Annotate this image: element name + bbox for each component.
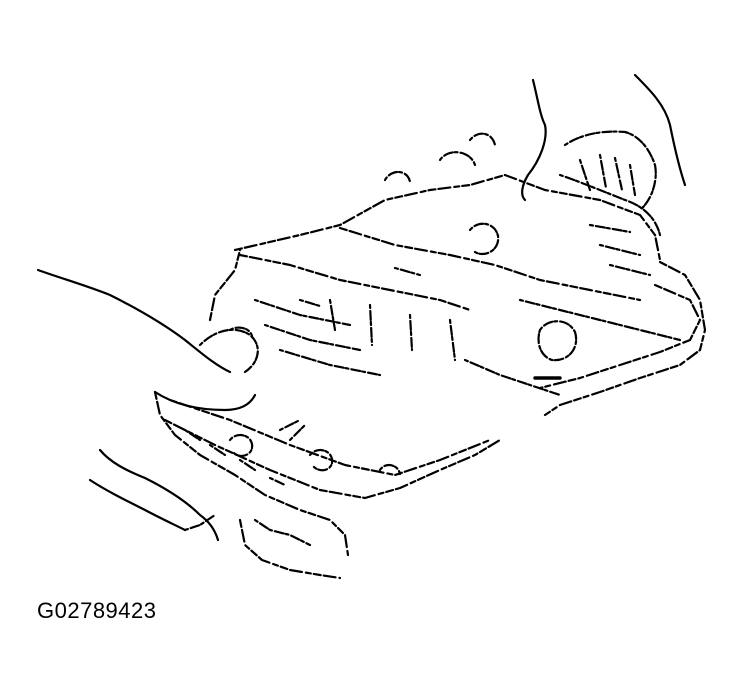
figure-id-label: G02789423 bbox=[37, 598, 157, 623]
valve-body-lower bbox=[153, 390, 502, 580]
valve-body-line-drawing bbox=[36, 73, 707, 580]
separator-plate bbox=[463, 260, 707, 417]
valve-body-upper bbox=[208, 132, 682, 442]
right-hand bbox=[521, 73, 687, 237]
lower-left-arm bbox=[88, 448, 220, 542]
left-hand bbox=[36, 268, 259, 412]
